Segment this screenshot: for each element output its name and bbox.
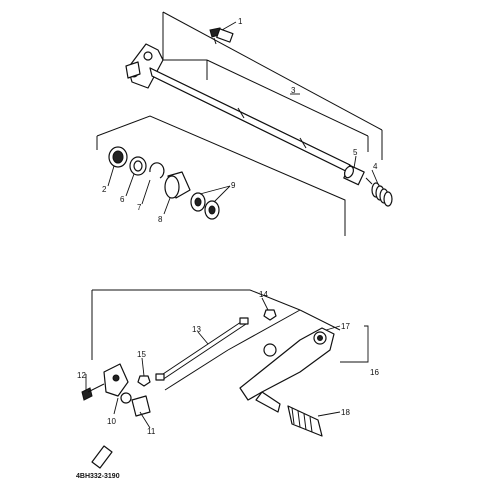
callout-10: 10: [107, 417, 116, 426]
part-5-collar: [343, 164, 365, 186]
part-7-circlip: [149, 162, 165, 179]
part-11-joint: [120, 392, 151, 417]
callout-16: 16: [370, 368, 379, 377]
diagram-code: 4BH332-3190: [76, 473, 120, 480]
callout-2: 2: [102, 185, 107, 194]
bushing-group-frame: [96, 115, 346, 236]
part-8-bushing: [164, 171, 191, 199]
part-10-shift-arm: [103, 363, 129, 397]
part-1-bolt: [209, 27, 234, 45]
callout-6: 6: [120, 195, 125, 204]
shift-shaft-frame: [162, 11, 383, 160]
part-12-bolt: [81, 383, 105, 401]
callout-leaders: [85, 21, 379, 429]
callout-13: 13: [192, 325, 201, 334]
part-9-bearings: [190, 192, 220, 220]
front-arrow-icon: [91, 445, 113, 469]
callout-8: 8: [158, 215, 163, 224]
shift-shaft-assembly: [125, 43, 355, 176]
part-16-shift-pedal: [239, 327, 335, 413]
part-18-footpeg-rubber: [287, 405, 323, 437]
part-14-nut: [263, 309, 277, 321]
callout-4: 4: [373, 162, 378, 171]
lower-group-frame: [91, 289, 341, 391]
callout-12: 12: [77, 371, 86, 380]
part-13-shift-rod: [155, 317, 249, 381]
callout-5: 5: [353, 148, 358, 157]
callout-18: 18: [341, 408, 350, 417]
part-6-washer: [129, 156, 147, 176]
part-4-spring: [365, 177, 393, 207]
part-2-oil-seal: [108, 146, 128, 168]
callout-labels: 1 2 3 4 5 6 7 8 9 10 11 12 13 14 15 16 1…: [77, 17, 379, 436]
callout-9: 9: [231, 181, 236, 190]
callout-1: 1: [238, 17, 243, 26]
callout-17: 17: [341, 322, 350, 331]
callout-11: 11: [147, 427, 156, 436]
callout-3: 3: [291, 86, 296, 95]
part-15-nut: [137, 375, 151, 387]
callout-14: 14: [259, 290, 268, 299]
callout-7: 7: [137, 203, 142, 212]
callout-15: 15: [137, 350, 146, 359]
